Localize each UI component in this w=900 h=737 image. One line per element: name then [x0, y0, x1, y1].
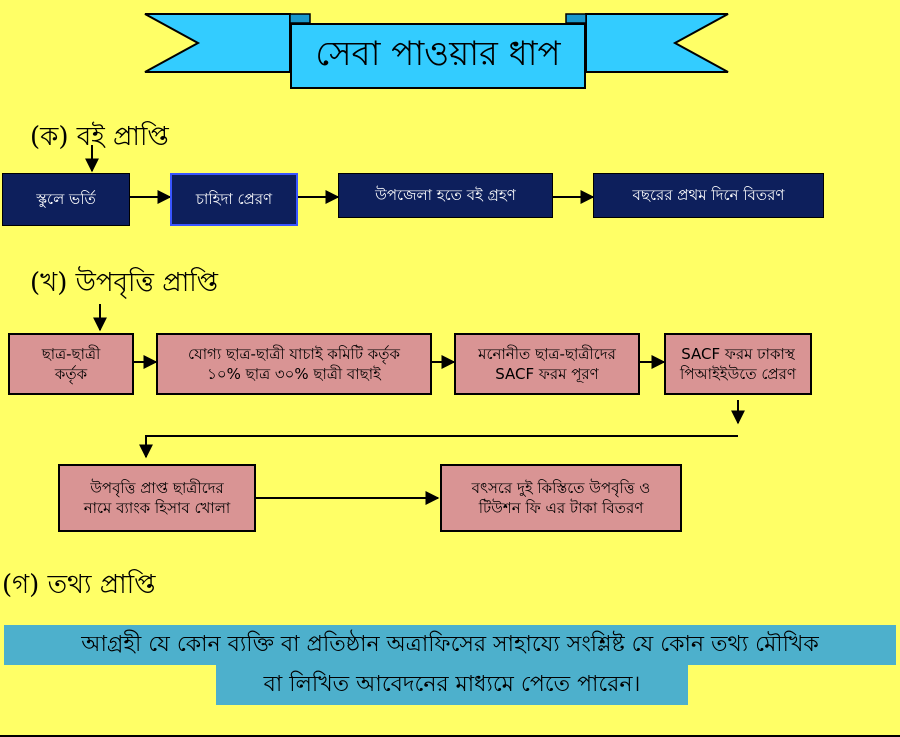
info-text-line1: আগ্রহী যে কোন ব্যক্তি বা প্রতিষ্ঠান অত্র… [4, 625, 896, 665]
step-b6-line1: বৎসরে দুই কিস্তিতে উপবৃত্তি ও [471, 478, 651, 497]
step-a2-send-demand: চাহিদা প্রেরণ [170, 173, 298, 226]
step-a3-receive-books: উপজেলা হতে বই গ্রহণ [338, 173, 553, 218]
step-b3-sacf-form-fill: মনোনীত ছাত্র-ছাত্রীদের SACF ফরম পূরণ [454, 333, 640, 395]
step-b5-line1: উপবৃত্তি প্রাপ্ত ছাত্রীদের [90, 478, 224, 497]
step-b4-line2: পিআইইউতে প্রেরণ [680, 365, 796, 383]
step-b3-line2: SACF ফরম পূরণ [495, 365, 599, 383]
step-b1-by-students: ছাত্র-ছাত্রী কর্তৃক [8, 333, 134, 395]
step-b4-send-to-piu: SACF ফরম ঢাকাস্থ পিআইইউতে প্রেরণ [664, 333, 812, 395]
ribbon-left-tail [144, 13, 291, 73]
step-b1-line1: ছাত্র-ছাত্রী [41, 344, 101, 363]
arrow-b-return-line [139, 435, 738, 459]
step-b6-stipend-distribution: বৎসরে দুই কিস্তিতে উপবৃত্তি ও টিউশন ফি এ… [440, 464, 682, 532]
title-banner-ribbon [144, 13, 729, 73]
step-b2-line2: ১০% ছাত্র ৩০% ছাত্রী বাছাই [207, 365, 381, 383]
section-c-heading: (গ) তথ্য প্রাপ্তি [2, 570, 156, 600]
step-b4-line1: SACF ফরম ঢাকাস্থ [681, 344, 795, 363]
page-title: সেবা পাওয়ার ধাপ [290, 23, 586, 89]
ribbon-right-tail [585, 13, 729, 73]
step-a1-school-admission: স্কুলে ভর্তি [2, 173, 130, 226]
step-b6-line2: টিউশন ফি এর টাকা বিতরণ [478, 499, 644, 517]
step-b2-line1: যোগ্য ছাত্র-ছাত্রী যাচাই কমিটি কর্তৃক [187, 344, 400, 363]
section-b-heading: (খ) উপবৃত্তি প্রাপ্তি [30, 268, 219, 298]
step-b5-open-bank-account: উপবৃত্তি প্রাপ্ত ছাত্রীদের নামে ব্যাংক হ… [58, 464, 256, 532]
bottom-border [0, 735, 900, 737]
section-a-heading: (ক) বই প্রাপ্তি [30, 122, 169, 152]
ribbon-right-fold [565, 13, 587, 24]
info-text-line2: বা লিখিত আবেদনের মাধ্যমে পেতে পারেন। [216, 665, 688, 705]
step-b5-line2: নামে ব্যাংক হিসাব খোলা [83, 499, 231, 517]
step-b3-line1: মনোনীত ছাত্র-ছাত্রীদের [478, 344, 616, 363]
step-b1-line2: কর্তৃক [54, 365, 88, 383]
step-b2-selection-committee: যোগ্য ছাত্র-ছাত্রী যাচাই কমিটি কর্তৃক ১০… [156, 333, 432, 395]
ribbon-left-fold [289, 13, 311, 24]
step-a4-distribution: বছরের প্রথম দিনে বিতরণ [593, 173, 824, 218]
